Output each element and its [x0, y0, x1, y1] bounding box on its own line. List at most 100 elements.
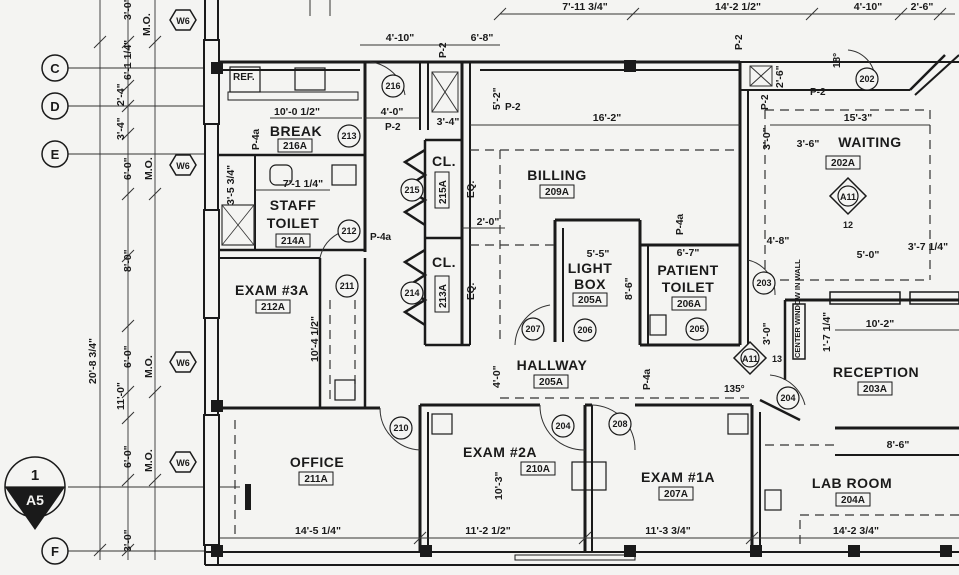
- svg-text:211: 211: [340, 281, 355, 291]
- dim-2-0: 2'-0": [477, 216, 500, 228]
- left-dimension-chains: 3'-0" M.O. 6'-1 1/4" 2'-4" 3'-4" 6'-0" M…: [87, 0, 162, 560]
- partition-label-6: P-4a: [675, 213, 686, 235]
- room-exam-3a: EXAM #3A 212A: [235, 282, 309, 314]
- partition-label-10: P-2: [810, 87, 826, 98]
- dim-top-4: 2'-6": [911, 1, 934, 13]
- patient-toilet-sink-icon: [649, 314, 667, 336]
- svg-text:205: 205: [689, 324, 704, 334]
- dim-bottom-4: 14'-2 3/4": [833, 525, 879, 537]
- svg-text:210: 210: [393, 423, 408, 433]
- svg-text:206: 206: [577, 325, 592, 335]
- door-tag-216: 216: [381, 74, 405, 98]
- svg-text:207: 207: [525, 324, 540, 334]
- dim-3-0: 3'-0": [761, 127, 773, 150]
- window-tag-1: W6: [169, 9, 197, 31]
- dim-1-7-1-4: 1'-7 1/4": [821, 312, 833, 352]
- svg-text:205A: 205A: [578, 295, 602, 306]
- dim-left-overall: 20'-8 3/4": [87, 338, 99, 384]
- svg-text:LIGHT: LIGHT: [568, 260, 613, 276]
- dim-2-6: 2'-6": [774, 65, 786, 88]
- window-tag-3: W6: [169, 351, 197, 373]
- dim-10-3: 10'-3": [493, 471, 505, 500]
- door-tag-205: 205: [685, 317, 709, 341]
- svg-text:STAFF: STAFF: [270, 197, 317, 213]
- svg-text:212A: 212A: [261, 302, 285, 313]
- eq-label-1: EQ.: [466, 181, 477, 198]
- room-lab-room: LAB ROOM 204A: [812, 475, 892, 507]
- detail-tag-a11-12: A11 12: [828, 176, 868, 230]
- bottom-dimensions: 14'-5 1/4" 11'-2 1/2" 11'-3 3/4" 14'-2 3…: [220, 525, 959, 545]
- svg-text:A11: A11: [840, 192, 856, 202]
- fixtures: [221, 65, 782, 561]
- door-tag-214: 214: [400, 281, 424, 305]
- svg-text:BILLING: BILLING: [527, 167, 587, 183]
- svg-text:A11: A11: [742, 354, 758, 364]
- exam-1a-sink-icon: [727, 413, 749, 435]
- dim-3-5-3-4: 3'-5 3/4": [225, 165, 237, 205]
- dim-10-2: 10'-2": [866, 318, 895, 330]
- dim-3-7-1-4: 3'-7 1/4": [908, 241, 948, 253]
- break-sink-icon: [294, 67, 326, 91]
- grid-lines: C D E F: [41, 54, 205, 565]
- svg-text:213: 213: [341, 131, 356, 141]
- partition-label-7: P-2: [734, 34, 745, 50]
- dim-left-11: 11'-0": [115, 382, 127, 410]
- dim-left-7: 6'-0": [122, 345, 134, 368]
- svg-text:204: 204: [780, 393, 795, 403]
- svg-text:214: 214: [404, 288, 419, 298]
- dim-bottom-3: 11'-3 3/4": [645, 525, 690, 537]
- room-break: BREAK 216A: [270, 123, 322, 153]
- room-staff-toilet: STAFF TOILET 214A: [267, 197, 319, 248]
- svg-text:13: 13: [772, 354, 782, 364]
- staff-toilet-icon: [269, 164, 293, 186]
- svg-text:203: 203: [756, 278, 771, 288]
- svg-text:208: 208: [612, 419, 627, 429]
- center-window-note: CENTER WINDOW IN WALL: [793, 259, 802, 358]
- svg-text:W6: W6: [176, 16, 190, 26]
- room-patient-toilet: PATIENT TOILET 206A: [657, 262, 718, 311]
- door-tag-203: 203: [752, 271, 776, 295]
- door-tag-213: 213: [337, 124, 361, 148]
- door-tag-215: 215: [400, 178, 424, 202]
- partition-label-8: P-4a: [642, 368, 653, 390]
- svg-text:204: 204: [555, 421, 570, 431]
- door-tag-204b: 204: [776, 386, 800, 410]
- svg-text:F: F: [51, 544, 59, 559]
- svg-text:213A: 213A: [438, 284, 449, 308]
- svg-text:OFFICE: OFFICE: [290, 454, 344, 470]
- dim-5-2: 5'-2": [491, 87, 503, 110]
- interior-dimensions: 10'-0 1/2" 4'-0" 3'-4" 5'-2" 16'-2" 15'-…: [225, 65, 959, 500]
- door-tags: 216 213 215 212 214 211 207 206: [335, 67, 879, 440]
- dim-7-1-1-4: 7'-1 1/4": [283, 178, 323, 190]
- door-tag-206: 206: [573, 318, 597, 342]
- dim-left-mo-4: M.O.: [143, 449, 155, 472]
- angle-18: 18°: [832, 53, 843, 68]
- dim-left-2: 6'-1 1/4": [122, 40, 134, 80]
- dim-waiting-width: 15'-3": [844, 112, 873, 124]
- ref-label: REF.: [233, 72, 255, 83]
- svg-text:W6: W6: [176, 358, 190, 368]
- dim-left-1: 3'-0": [122, 0, 134, 20]
- exam-2a-sink-icon: [431, 413, 453, 435]
- closet-upper: CL. 215A: [432, 153, 456, 209]
- svg-text:PATIENT: PATIENT: [657, 262, 718, 278]
- dim-8-6-vert: 8'-6": [623, 277, 635, 300]
- section-sheet: A5: [26, 492, 44, 508]
- svg-text:209A: 209A: [545, 187, 569, 198]
- svg-text:W6: W6: [176, 161, 190, 171]
- partition-labels: P-2 P-2 P-2 P-4a P-4a P-4a P-2 P-4a P-2 …: [251, 34, 826, 390]
- grid-bubble-d: D: [41, 92, 69, 120]
- lab-sink-icon: [764, 489, 782, 511]
- dim-upper-1: 4'-10": [386, 32, 415, 44]
- room-exam-1a: EXAM #1A 207A: [641, 469, 715, 501]
- window-tags: W6 W6 W6 W6: [169, 9, 197, 473]
- svg-text:215A: 215A: [438, 180, 449, 204]
- svg-text:BREAK: BREAK: [270, 123, 322, 139]
- door-tag-204: 204: [551, 414, 575, 438]
- svg-text:216: 216: [385, 81, 400, 91]
- partition-label-2: P-2: [505, 102, 521, 113]
- svg-text:12: 12: [843, 220, 853, 230]
- dim-left-4: 3'-4": [115, 117, 127, 140]
- angle-135: 135°: [724, 384, 745, 395]
- door-tag-211: 211: [335, 274, 359, 298]
